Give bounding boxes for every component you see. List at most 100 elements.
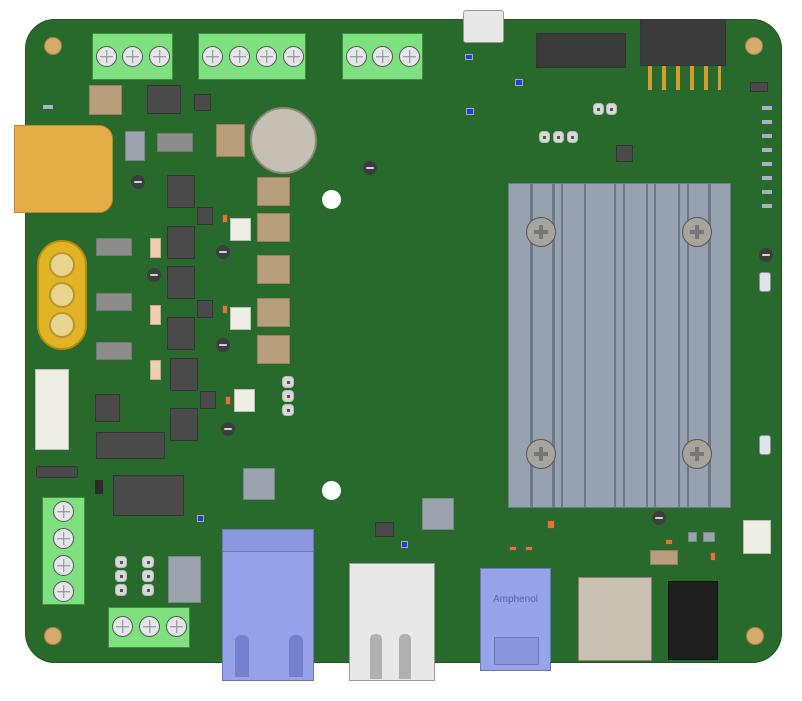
jumper-pin (593, 103, 604, 115)
resistor (150, 238, 161, 258)
capacitor (710, 552, 716, 561)
screw-icon (283, 46, 304, 67)
heatsink-fin (678, 184, 680, 507)
heatsink-fin (654, 184, 656, 507)
led-window (370, 634, 382, 679)
screw-icon (256, 46, 277, 67)
screw-icon (53, 581, 74, 602)
jumper-pin (539, 131, 550, 143)
dc-barrel-jack (668, 581, 718, 660)
heatsink-fin (552, 184, 555, 507)
component (688, 532, 697, 542)
jumper-pin (282, 404, 294, 416)
inductor (257, 255, 290, 284)
screw-icon (202, 46, 223, 67)
ic-chip (170, 408, 198, 441)
heatsink-fin (646, 184, 648, 507)
component (243, 468, 275, 500)
terminal-block-top-3 (342, 33, 423, 80)
led (515, 79, 523, 86)
header-pins (645, 66, 721, 90)
screw-icon (112, 616, 133, 637)
capacitor (225, 396, 231, 405)
screw-icon (346, 46, 367, 67)
pin-header-3 (36, 466, 78, 478)
rj45-top (223, 530, 313, 552)
ethernet-jack-white (349, 563, 435, 681)
component (230, 218, 251, 241)
screw-icon (149, 46, 170, 67)
terminal-block-top-1 (92, 33, 173, 80)
pad (49, 312, 75, 338)
led-window (399, 634, 411, 679)
micro-usb-connector (463, 10, 504, 43)
screw-icon (682, 439, 712, 469)
ic-chip (95, 394, 120, 422)
led (466, 108, 474, 115)
screw-icon (122, 46, 143, 67)
capacitor-icon (216, 338, 230, 352)
small-pad (43, 105, 53, 109)
mounting-hole-top-right (745, 37, 763, 55)
component (96, 342, 132, 360)
inductor (257, 335, 290, 364)
capacitor-icon (216, 245, 230, 259)
jumper-pin (142, 556, 154, 568)
jumper-pin (553, 131, 564, 143)
pad (49, 252, 75, 278)
amphenol-label: Amphenol (492, 594, 539, 605)
mounting-hole-bottom-right (746, 627, 764, 645)
inductor (216, 124, 245, 157)
capacitor (509, 546, 517, 551)
component (157, 133, 193, 152)
screw-icon (682, 217, 712, 247)
capacitor-icon (131, 175, 145, 189)
gold-power-connector (37, 240, 87, 350)
jumper-pin (282, 376, 294, 388)
shrouded-header (536, 33, 626, 68)
mounting-hole-top-left (44, 37, 62, 55)
component (234, 389, 255, 412)
screw-icon (166, 616, 187, 637)
tactile-button[interactable] (759, 435, 771, 455)
ic-chip (200, 391, 216, 409)
tactile-button[interactable] (759, 272, 771, 292)
ic-chip (170, 358, 198, 391)
terminal-block-bottom (108, 607, 190, 648)
capacitor (222, 305, 228, 314)
ic-chip (616, 145, 633, 162)
inductor (257, 177, 290, 206)
screw-icon (53, 528, 74, 549)
screw-icon (229, 46, 250, 67)
heatsink (508, 183, 731, 508)
inductor (257, 298, 290, 327)
jumper-pin (142, 584, 154, 596)
heatsink-fin (614, 184, 616, 507)
led-window (235, 635, 249, 677)
jumper-pin (142, 570, 154, 582)
capacitor-icon (759, 248, 773, 262)
ic-chip (375, 522, 394, 537)
screw-icon (399, 46, 420, 67)
screw-icon (526, 439, 556, 469)
heatsink-fin (708, 184, 711, 507)
inductor (257, 213, 290, 242)
edge-pads (762, 106, 772, 218)
tantalum-capacitor (650, 550, 678, 565)
screw-icon (139, 616, 160, 637)
led-window (289, 635, 303, 677)
screw-icon (53, 501, 74, 522)
ic-chip (167, 226, 195, 259)
jst-connector-right (743, 520, 771, 554)
led (197, 515, 204, 522)
ic-chip (197, 207, 213, 225)
screw-icon (53, 555, 74, 576)
usb-contacts (494, 637, 539, 665)
ic-chip (167, 175, 195, 208)
board-hole (322, 190, 341, 209)
board-hole (322, 481, 341, 500)
pin-header-top-right (640, 19, 726, 66)
mounting-hole-bottom-left (44, 627, 62, 645)
micro-sd-slot (578, 577, 652, 661)
capacitor-icon (221, 422, 235, 436)
